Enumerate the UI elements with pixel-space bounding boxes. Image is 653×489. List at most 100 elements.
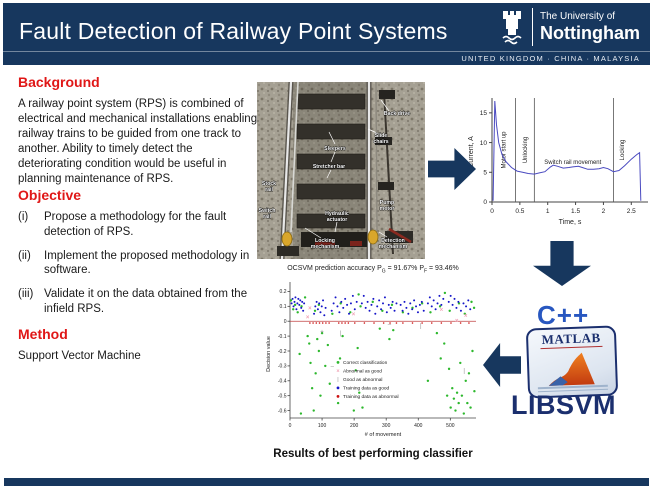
flow-arrow-left-icon [483, 343, 521, 387]
svg-text:1: 1 [546, 208, 550, 215]
svg-text:0.5: 0.5 [515, 208, 524, 215]
svg-text:1.5: 1.5 [571, 208, 580, 215]
svg-text:200: 200 [350, 423, 359, 429]
svg-text:|: | [420, 324, 422, 330]
svg-text:Good as abnormal: Good as abnormal [343, 377, 382, 383]
svg-text:×: × [455, 318, 459, 324]
svg-text:×: × [440, 307, 444, 313]
svg-text:100: 100 [318, 423, 327, 429]
svg-text:-0.4: -0.4 [278, 379, 287, 385]
sleepers-group [296, 93, 366, 229]
scatter-chart-title: OCSVM prediction accuracy PG = 91.67% PF… [287, 265, 459, 275]
svg-text:Correct classification: Correct classification [343, 360, 388, 366]
svg-text:0.2: 0.2 [280, 289, 287, 295]
svg-text:15: 15 [480, 110, 488, 117]
svg-text:Switch rail movement: Switch rail movement [544, 160, 601, 166]
svg-text:400: 400 [414, 423, 423, 429]
svg-text:0: 0 [289, 423, 292, 429]
photo-label: Back drive [384, 111, 410, 117]
objective-item: (ii) Implement the proposed methodology … [18, 249, 258, 279]
svg-text:Locking: Locking [620, 140, 626, 161]
university-name-line1: The University of [540, 11, 616, 22]
svg-text:-0.5: -0.5 [278, 393, 287, 399]
flow-arrow-down-icon [533, 241, 591, 286]
svg-text:-0.3: -0.3 [278, 364, 287, 370]
method-body: Support Vector Machine [18, 350, 141, 363]
photo-label: Sleepers [324, 146, 346, 152]
svg-text:–: – [388, 322, 392, 328]
poster-title: Fault Detection of Railway Point Systems [19, 18, 448, 44]
matlab-membrane-icon [548, 352, 595, 386]
background-body: A railway point system (RPS) is combined… [18, 98, 258, 185]
svg-text:Training data as abnormal: Training data as abnormal [343, 394, 399, 400]
objective-item-number: (i) [18, 210, 29, 223]
svg-text:0: 0 [483, 199, 487, 206]
svg-text:–: – [331, 364, 335, 370]
objective-item: (i) Propose a methodology for the fault … [18, 210, 258, 240]
svg-text:-0.6: -0.6 [278, 408, 287, 414]
svg-text:+: + [320, 330, 324, 336]
svg-text:×: × [352, 312, 356, 318]
svg-text:Abnormal as good: Abnormal as good [343, 369, 382, 375]
svg-text:# of movement: # of movement [365, 432, 402, 438]
objective-item-number: (ii) [18, 249, 31, 262]
university-name-line2: Nottingham [540, 23, 640, 43]
svg-text:0: 0 [490, 208, 494, 215]
svg-text:0.1: 0.1 [280, 304, 287, 310]
svg-text:|: | [340, 331, 342, 337]
university-name: The University of Nottingham [540, 11, 640, 43]
svg-text:5: 5 [483, 169, 487, 176]
svg-text:2.5: 2.5 [627, 208, 636, 215]
back-drive-rod [375, 90, 395, 255]
svg-text:|: | [337, 377, 338, 383]
svg-text:500: 500 [446, 423, 455, 429]
objective-item-text: Validate it on the data obtained from th… [44, 288, 248, 316]
method-heading: Method [18, 326, 68, 343]
left-column: Background A railway point system (RPS) … [18, 74, 258, 364]
svg-text:|: | [463, 368, 465, 374]
svg-text:0: 0 [284, 319, 287, 325]
university-logo: The University of Nottingham [499, 8, 640, 46]
svg-text:Unlocking: Unlocking [523, 137, 529, 163]
svg-text:×: × [308, 306, 312, 312]
svg-text:-0.1: -0.1 [278, 334, 287, 340]
objective-item-number: (iii) [18, 288, 34, 301]
yellow-clamp-left [281, 231, 293, 247]
objective-item: (iii) Validate it on the data obtained f… [18, 287, 258, 317]
svg-text:×: × [336, 369, 339, 375]
background-heading: Background [18, 74, 100, 90]
svg-text:10: 10 [480, 140, 488, 147]
matlab-logo: MATLAB [525, 325, 619, 399]
rails-group [279, 82, 378, 259]
svg-text:Time, s: Time, s [559, 219, 582, 226]
objective-item-text: Implement the proposed methodology in so… [44, 249, 250, 277]
svg-text:Decision value: Decision value [266, 336, 272, 372]
university-tagline: UNITED KINGDOM · CHINA · MALAYSIA [461, 54, 640, 63]
libsvm-logo: LIBSVM [511, 390, 617, 420]
svg-text:Motor start up: Motor start up [502, 131, 508, 169]
svg-text:2: 2 [602, 208, 606, 215]
footer-bar [4, 478, 649, 486]
header-divider [3, 51, 650, 52]
photo-label: Stretcher bar [313, 164, 345, 170]
track-bed [293, 82, 371, 259]
svg-text:×: × [464, 313, 468, 319]
objective-heading: Objective [18, 186, 82, 203]
label-leader-lines [304, 99, 390, 239]
cpp-logo: C++ [537, 300, 590, 330]
svg-text:Current, A: Current, A [468, 136, 475, 168]
yellow-clamp-right [367, 229, 379, 245]
university-crest-icon [502, 11, 522, 45]
scatter-chart-caption: Results of best performing classifier [273, 448, 473, 460]
svg-text:×: × [306, 315, 310, 321]
